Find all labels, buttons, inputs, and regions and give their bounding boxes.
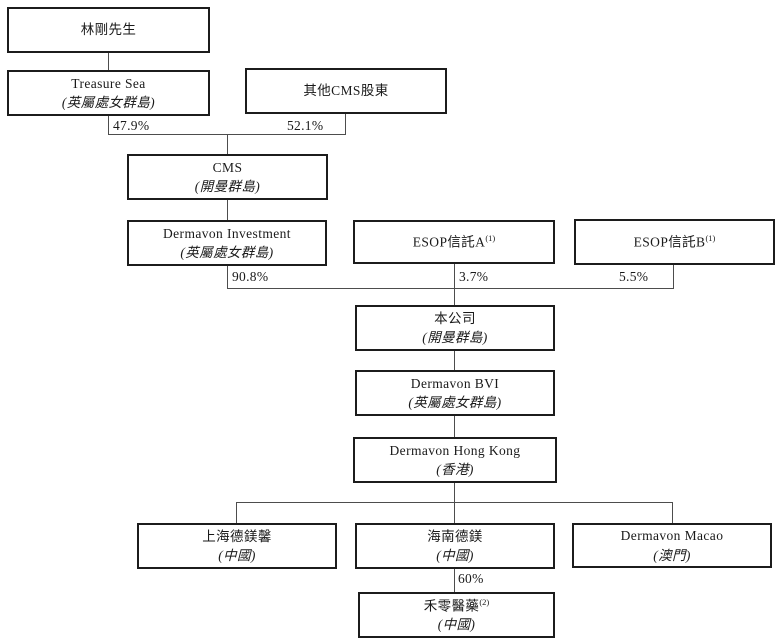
- entity-name: 林剛先生: [80, 22, 137, 38]
- connector-to-hainan: [454, 502, 455, 523]
- entity-name: Dermavon BVI: [410, 375, 500, 391]
- connector-company-to-bvi: [454, 350, 455, 370]
- entity-name: 禾零醫藥(2): [423, 596, 490, 614]
- node-treasure-sea: Treasure Sea (英屬處女群島): [7, 70, 210, 116]
- entity-jurisdiction: (英屬處女群島): [61, 95, 156, 110]
- node-cms: CMS (開曼群島): [127, 154, 328, 200]
- entity-jurisdiction: (英屬處女群島): [408, 395, 502, 410]
- entity-name: Dermavon Investment: [163, 225, 291, 241]
- connector-esopa-to-company: [454, 263, 455, 305]
- entity-jurisdiction: (開曼群島): [422, 330, 488, 345]
- entity-name: ESOP信託A(1): [412, 233, 496, 250]
- entity-jurisdiction: (香港): [436, 462, 474, 477]
- ownership-percentage-label: 52.1%: [287, 118, 324, 133]
- connector-to-shanghai: [236, 502, 237, 523]
- connector-company-horizontal: [227, 288, 674, 289]
- footnote-marker: (1): [705, 233, 716, 244]
- entity-jurisdiction: (中國): [436, 548, 474, 563]
- entity-jurisdiction: (英屬處女群島): [180, 245, 274, 260]
- connector-othercms-down: [345, 113, 346, 134]
- entity-name: CMS: [212, 159, 243, 175]
- node-dermavon-macao: Dermavon Macao (澳門): [572, 523, 772, 568]
- connector-hainan-to-heling: [454, 568, 455, 592]
- connector-hk-down: [454, 482, 455, 503]
- entity-name: ESOP信託B(1): [633, 233, 716, 250]
- entity-name: Treasure Sea: [71, 75, 146, 91]
- connector-dermavoninv-down: [227, 265, 228, 289]
- connector-bvi-to-hk: [454, 415, 455, 437]
- ownership-percentage-label: 5.5%: [619, 269, 649, 284]
- entity-name: 海南德鎂: [427, 528, 483, 544]
- node-dermavon-hong-kong: Dermavon Hong Kong (香港): [353, 437, 557, 483]
- node-other-cms-shareholders: 其他CMS股東: [245, 68, 447, 114]
- entity-jurisdiction: (澳門): [653, 547, 691, 563]
- connector-to-cms: [227, 134, 228, 154]
- footnote-marker: (2): [479, 596, 490, 607]
- entity-name: 上海德鎂馨: [202, 528, 272, 544]
- entity-name: Dermavon Hong Kong: [389, 442, 521, 458]
- node-heling-pharma: 禾零醫藥(2) (中國): [358, 592, 555, 638]
- entity-name: 其他CMS股東: [303, 83, 389, 99]
- connector-cms-to-dermavoninv: [227, 199, 228, 220]
- node-shanghai-demeixin: 上海德鎂馨 (中國): [137, 523, 337, 569]
- ownership-percentage-label: 90.8%: [232, 269, 269, 284]
- node-dermavon-investment: Dermavon Investment (英屬處女群島): [127, 220, 327, 266]
- node-esop-trust-a: ESOP信託A(1): [353, 220, 555, 264]
- footnote-marker: (1): [485, 233, 496, 244]
- node-dermavon-bvi: Dermavon BVI (英屬處女群島): [355, 370, 555, 416]
- connector-esopb-down: [673, 264, 674, 289]
- entity-name: 本公司: [434, 310, 476, 326]
- connector-to-macao: [672, 502, 673, 523]
- node-esop-trust-b: ESOP信託B(1): [574, 219, 775, 265]
- node-hainan-demei: 海南德鎂 (中國): [355, 523, 555, 569]
- ownership-percentage-label: 3.7%: [459, 269, 489, 284]
- node-the-company: 本公司 (開曼群島): [355, 305, 555, 351]
- node-mr-lin: 林剛先生: [7, 7, 210, 53]
- entity-jurisdiction: (中國): [218, 548, 256, 563]
- entity-jurisdiction: (中國): [437, 617, 476, 633]
- connector-treasuresea-down: [108, 115, 109, 134]
- entity-jurisdiction: (開曼群島): [194, 179, 261, 194]
- ownership-percentage-label: 60%: [458, 571, 484, 586]
- connector-lin-to-treasuresea: [108, 52, 109, 70]
- ownership-percentage-label: 47.9%: [113, 118, 150, 133]
- entity-name: Dermavon Macao: [620, 528, 724, 544]
